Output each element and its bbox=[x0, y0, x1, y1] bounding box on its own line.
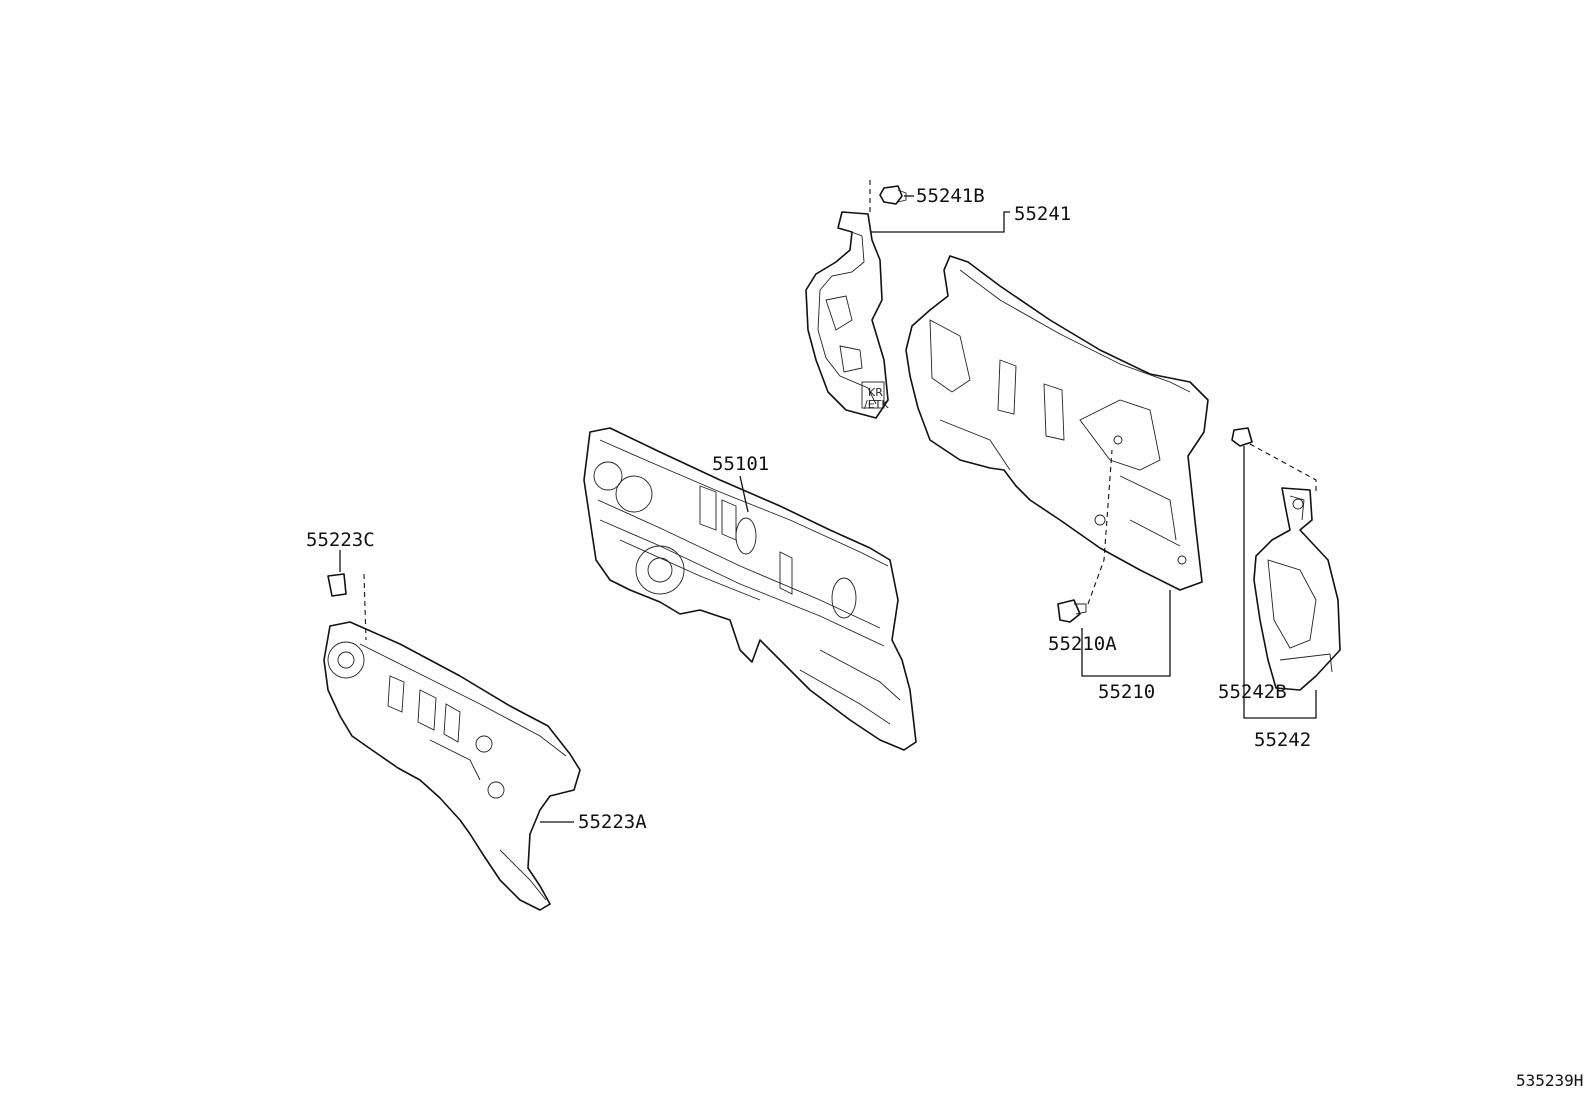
clip-55223C bbox=[327, 573, 347, 597]
label-55241B: 55241B bbox=[916, 185, 985, 207]
part-55223A-insulator bbox=[323, 621, 581, 911]
clip-55242B bbox=[1231, 427, 1253, 447]
label-55242B: 55242B bbox=[1218, 681, 1287, 703]
diagram-code: 535239H bbox=[1516, 1071, 1583, 1090]
label-55241: 55241 bbox=[1014, 203, 1071, 225]
label-55101: 55101 bbox=[712, 453, 769, 475]
label-55210: 55210 bbox=[1098, 681, 1155, 703]
clip-55241B bbox=[879, 185, 907, 205]
marking-trim: /ETK bbox=[864, 398, 889, 411]
part-55101-dash-panel bbox=[583, 427, 917, 751]
part-55241-bracket bbox=[805, 211, 889, 419]
part-55210-insulator bbox=[905, 255, 1209, 591]
label-55223A: 55223A bbox=[578, 811, 647, 833]
label-55210A: 55210A bbox=[1048, 633, 1117, 655]
label-55223C: 55223C bbox=[306, 529, 375, 551]
marking-kr: KR bbox=[868, 386, 883, 399]
bolt-55210A bbox=[1057, 599, 1087, 623]
label-55242: 55242 bbox=[1254, 729, 1311, 751]
part-55242-bracket bbox=[1253, 487, 1341, 691]
